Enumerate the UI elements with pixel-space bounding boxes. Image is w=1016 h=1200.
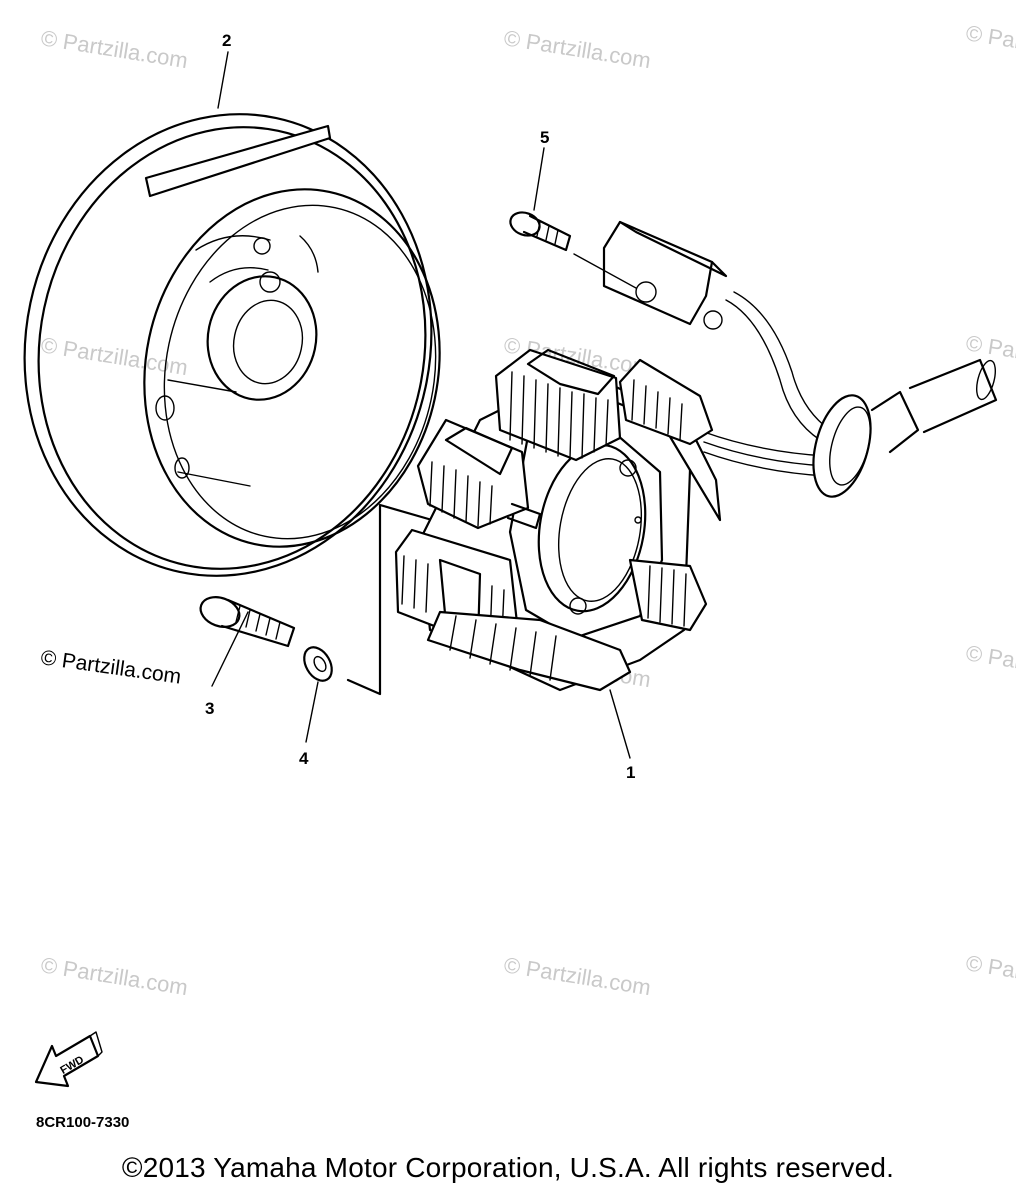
diagram-code: 8CR100-7330 <box>36 1114 129 1131</box>
watermark: © Partzilla.com <box>964 330 1016 378</box>
callout-4: 4 <box>299 749 309 768</box>
watermark: © Partzilla.com <box>39 25 189 73</box>
callout-3: 3 <box>205 699 214 718</box>
watermark: © Partzilla.com <box>502 952 652 1000</box>
callout-2: 2 <box>222 31 231 50</box>
leader-lines <box>211 51 631 759</box>
washer <box>303 646 333 682</box>
callout-5: 5 <box>540 128 549 147</box>
callout-1: 1 <box>626 763 635 782</box>
screw <box>509 211 572 252</box>
pickup-coil <box>573 220 831 441</box>
forward-arrow-icon: FWD <box>34 1031 103 1088</box>
wire-harness <box>703 358 998 498</box>
stator-assembly <box>394 348 722 692</box>
watermark-dark: © Partzilla.com <box>39 646 182 688</box>
bolt <box>199 596 296 648</box>
bracket-line <box>346 503 434 696</box>
watermark: © Partzilla.com <box>502 25 652 73</box>
watermark: © Partzilla.com <box>964 20 1016 68</box>
watermark: © Partzilla.com <box>964 640 1016 688</box>
watermark: © Partzilla.com <box>964 950 1016 998</box>
watermark: © Partzilla.com <box>39 952 189 1000</box>
copyright-notice: ©2013 Yamaha Motor Corporation, U.S.A. A… <box>121 1152 895 1183</box>
flywheel-rotor <box>23 113 441 577</box>
